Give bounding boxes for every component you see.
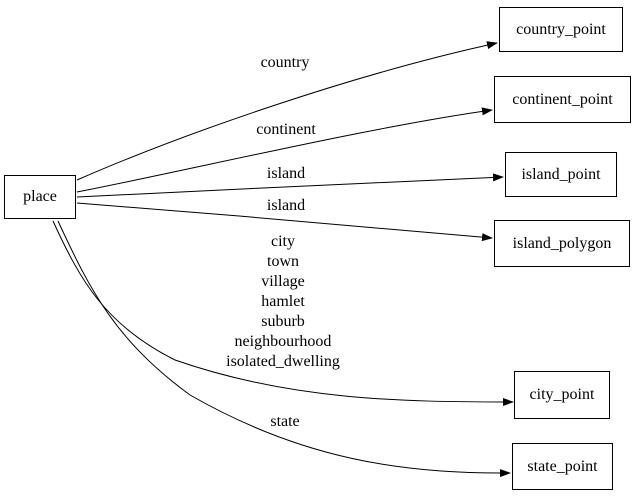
edge-place-state_point <box>57 220 511 478</box>
node-city_point-label: city_point <box>529 386 595 403</box>
edge-place-island_polygon <box>76 202 493 242</box>
edge-label-country: country <box>260 54 310 71</box>
node-island_point-label: island_point <box>521 165 601 183</box>
node-city_point: city_point <box>514 371 610 419</box>
edge-label-line-hamlet: hamlet <box>261 293 305 310</box>
edge-label-line-neighbourhood: neighbourhood <box>234 333 332 350</box>
edge-label-line-village: village <box>261 273 305 290</box>
edge-place-island_point <box>76 173 504 198</box>
edge-place-city_point <box>52 220 514 406</box>
node-country_point-label: country_point <box>516 20 606 38</box>
node-state_point-label: state_point <box>527 457 598 475</box>
edge-label-line-suburb: suburb <box>261 313 305 330</box>
node-continent_point: continent_point <box>494 76 631 123</box>
edge-label-city-types: city town village hamlet suburb neighbou… <box>226 232 340 372</box>
node-country_point: country_point <box>499 7 623 52</box>
node-island_polygon-label: island_polygon <box>512 234 612 252</box>
node-place-label: place <box>23 188 57 205</box>
edge-label-continent: continent <box>256 121 316 138</box>
node-place: place <box>4 175 76 219</box>
node-island_point: island_point <box>505 152 617 197</box>
edge-label-line-town: town <box>266 253 299 270</box>
edge-place-continent_point <box>76 107 493 193</box>
node-state_point: state_point <box>512 443 613 490</box>
edge-label-state: state <box>270 413 300 430</box>
edge-label-line-isolated_dwelling: isolated_dwelling <box>226 353 340 370</box>
edge-label-island-point: island <box>266 165 306 182</box>
node-island_polygon: island_polygon <box>494 220 630 267</box>
edge-label-line-city: city <box>270 233 295 250</box>
node-continent_point-label: continent_point <box>512 90 613 108</box>
edge-place-country_point <box>76 41 498 181</box>
edge-label-island-polygon: island <box>266 197 306 214</box>
